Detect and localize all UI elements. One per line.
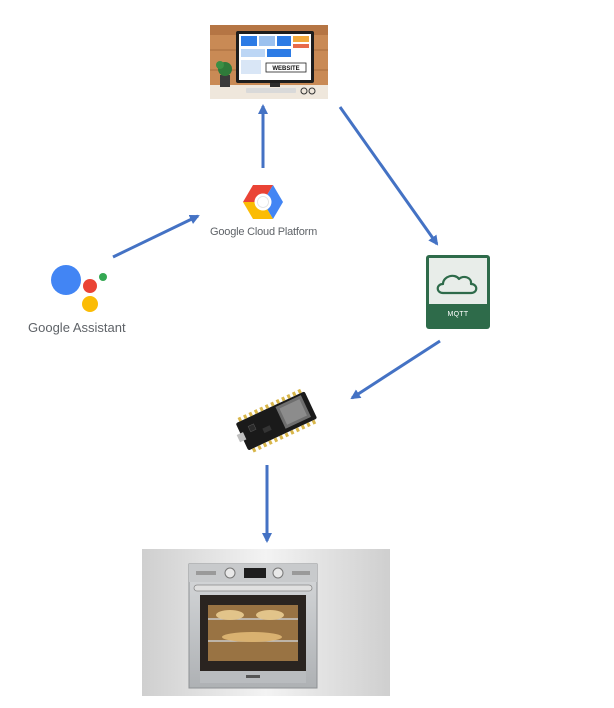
arrow-mqtt-to-esp32 — [350, 339, 441, 400]
esp32-node — [226, 384, 326, 456]
website-node: WEBSITE — [210, 25, 328, 99]
assistant-node: Google Assistant — [26, 262, 136, 338]
arrow-assistant-to-gcp — [112, 214, 200, 259]
assistant-label: Google Assistant — [28, 320, 126, 335]
gcp-node: Google Cloud Platform — [206, 180, 328, 242]
gcp-logo-icon — [243, 185, 283, 219]
mqtt-node: MQTT — [426, 255, 490, 329]
microcontroller-board-icon — [236, 388, 317, 453]
cloud-icon — [436, 274, 478, 295]
oven-node — [142, 549, 390, 696]
website-sign-text: WEBSITE — [272, 66, 299, 72]
arrow-website-to-mqtt — [338, 106, 439, 246]
mqtt-card-icon — [426, 255, 490, 329]
website-photo: WEBSITE — [210, 25, 328, 99]
mqtt-label: MQTT — [447, 311, 469, 318]
google-assistant-logo-icon — [51, 265, 107, 312]
gcp-label: Google Cloud Platform — [210, 226, 318, 238]
oven-photo — [142, 549, 390, 696]
